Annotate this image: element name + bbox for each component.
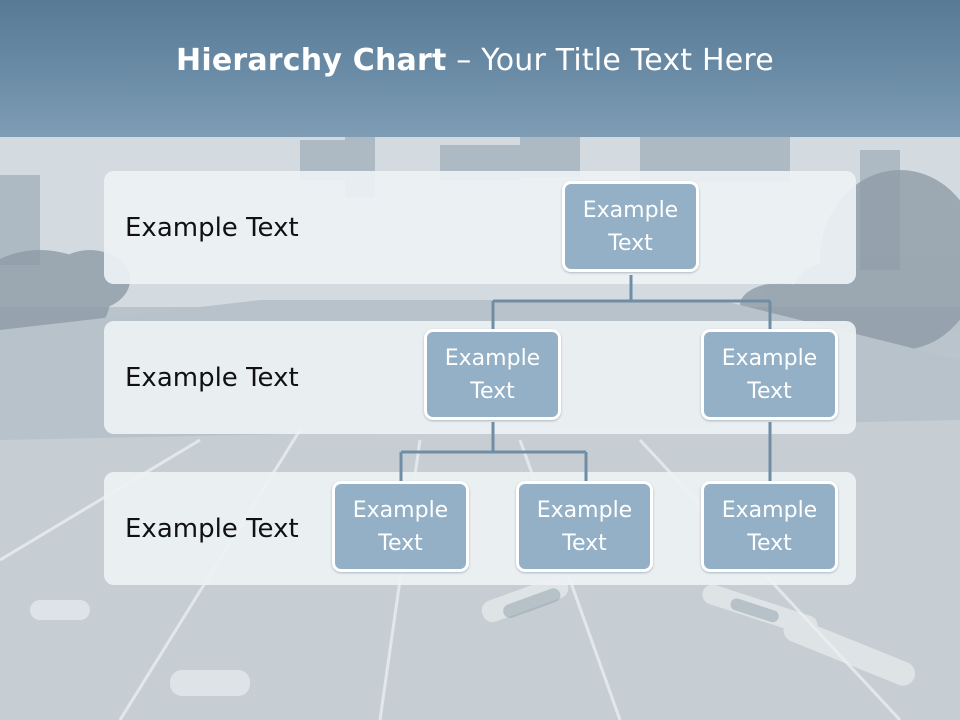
title-bold: Hierarchy Chart <box>176 43 447 78</box>
level-3-label: Example Text <box>125 513 299 544</box>
node-level2-left-text: Example Text <box>444 345 541 404</box>
level-band-1: Example Text <box>104 171 856 284</box>
level-1-label: Example Text <box>125 212 299 243</box>
node-level3-b[interactable]: Example Text <box>516 481 653 572</box>
node-level3-c[interactable]: Example Text <box>701 481 838 572</box>
node-level2-right-text: Example Text <box>721 345 818 404</box>
node-level3-a-text: Example Text <box>352 497 449 556</box>
node-level3-a[interactable]: Example Text <box>332 481 469 572</box>
title-rest: Your Title Text Here <box>481 43 774 78</box>
node-root[interactable]: Example Text <box>562 181 699 272</box>
node-level3-b-text: Example Text <box>536 497 633 556</box>
title-separator: – <box>446 43 482 78</box>
title-bar: Hierarchy Chart – Your Title Text Here <box>0 0 960 137</box>
node-level2-left[interactable]: Example Text <box>424 329 561 420</box>
level-2-label: Example Text <box>125 362 299 393</box>
node-level2-right[interactable]: Example Text <box>701 329 838 420</box>
slide-title: Hierarchy Chart – Your Title Text Here <box>176 43 774 78</box>
node-root-text: Example Text <box>582 197 679 256</box>
node-level3-c-text: Example Text <box>721 497 818 556</box>
